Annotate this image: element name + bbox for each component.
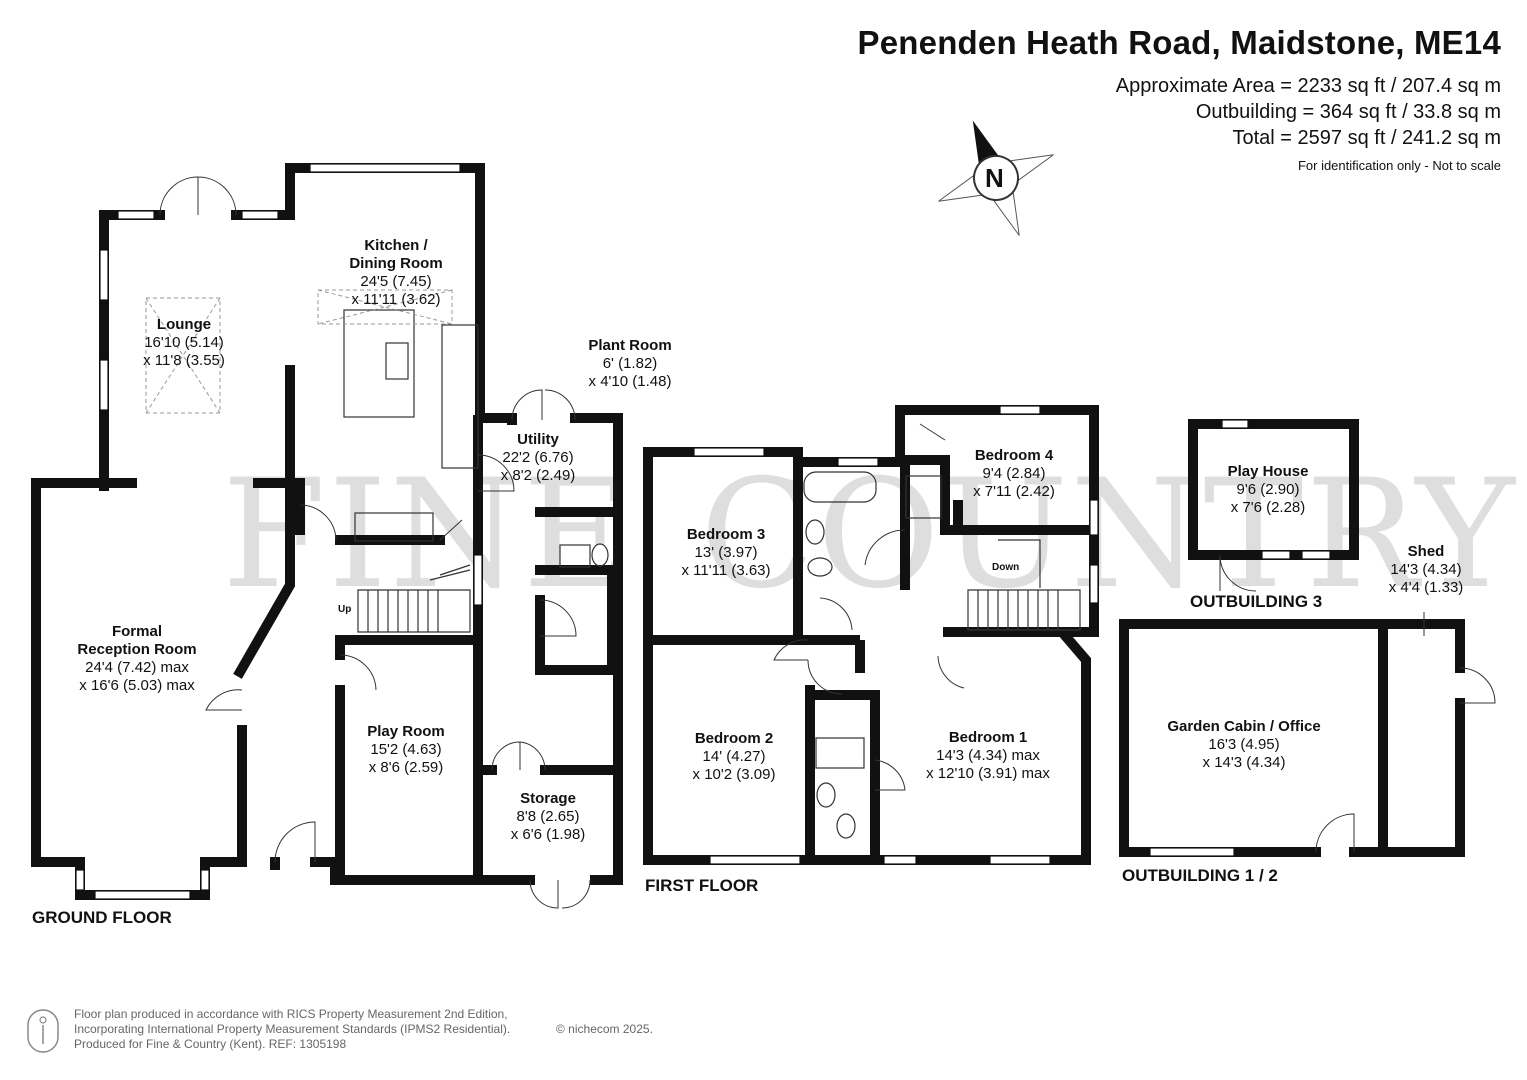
room-dim: 16'10 (5.14) <box>144 334 224 351</box>
room-plant: Plant Room 6' (1.82) x 4'10 (1.48) <box>588 337 671 391</box>
compass-letter: N <box>985 163 1004 193</box>
room-dim: 14' (4.27) <box>702 748 766 765</box>
room-name: Play House <box>1227 463 1309 480</box>
page-title: Penenden Heath Road, Maidstone, ME14 <box>857 24 1501 61</box>
room-name: Play Room <box>367 723 445 740</box>
room-name: Plant Room <box>588 337 672 354</box>
room-dim: 8'8 (2.65) <box>516 808 580 825</box>
outbuilding-windows <box>1149 419 1331 857</box>
room-name: Kitchen / <box>364 237 428 254</box>
room-dim: 9'6 (2.90) <box>1236 481 1300 498</box>
room-name: Storage <box>520 790 576 807</box>
room-dim: x 16'6 (5.03) max <box>79 677 195 694</box>
room-dim: 16'3 (4.95) <box>1208 736 1280 753</box>
room-dim: 13' (3.97) <box>694 544 758 561</box>
room-lounge: Lounge 16'10 (5.14) x 11'8 (3.55) <box>143 316 225 370</box>
approx-area: Approximate Area = 2233 sq ft / 207.4 sq… <box>1115 75 1501 97</box>
accessibility-person-icon <box>27 1009 59 1053</box>
room-shed: Shed 14'3 (4.34) x 4'4 (1.33) <box>1389 543 1464 597</box>
room-dim: 24'4 (7.42) max <box>85 659 189 676</box>
ground-floor-walls <box>31 163 623 900</box>
room-dim: 22'2 (6.76) <box>502 449 574 466</box>
room-name: Reception Room <box>77 641 197 658</box>
room-bedroom2: Bedroom 2 14' (4.27) x 10'2 (3.09) <box>693 730 776 784</box>
room-dim: x 14'3 (4.34) <box>1202 754 1286 771</box>
footer-line: Produced for Fine & Country (Kent). REF:… <box>74 1037 347 1051</box>
watermark-right: COUNTRY <box>700 448 1517 622</box>
footer-notes: Floor plan produced in accordance with R… <box>74 1007 510 1052</box>
room-bedroom3: Bedroom 3 13' (3.97) x 11'11 (3.63) <box>681 526 770 580</box>
footer-copyright: © nichecom 2025. <box>556 1022 653 1036</box>
stairs-down-label: Down <box>992 562 1020 573</box>
first-floor-fixtures <box>803 471 1081 839</box>
footer-line: Floor plan produced in accordance with R… <box>74 1007 508 1021</box>
footer-line: Incorporating International Property Mea… <box>74 1022 511 1036</box>
outbuilding-3-label: OUTBUILDING 3 <box>1190 592 1323 611</box>
room-dim: x 7'6 (2.28) <box>1230 499 1306 516</box>
kitchen-fixtures <box>145 289 609 568</box>
room-name: Garden Cabin / Office <box>1167 718 1321 735</box>
room-dim: x 8'6 (2.59) <box>368 759 444 776</box>
outbuilding-doors <box>1219 554 1496 853</box>
room-name: Lounge <box>156 316 212 333</box>
room-playroom: Play Room 15'2 (4.63) x 8'6 (2.59) <box>367 723 445 777</box>
room-dim: x 7'11 (2.42) <box>973 483 1055 500</box>
north-arrow-icon <box>938 120 1054 236</box>
room-name: Bedroom 2 <box>694 730 774 747</box>
first-floor-doors <box>773 423 965 791</box>
room-cabin: Garden Cabin / Office 16'3 (4.95) x 14'3… <box>1167 718 1320 772</box>
room-dim: 14'3 (4.34) max <box>936 747 1040 764</box>
room-name: Shed <box>1407 543 1445 560</box>
room-name: Formal <box>111 623 162 640</box>
room-dim: x 12'10 (3.91) max <box>926 765 1050 782</box>
room-dim: x 6'6 (1.98) <box>510 826 586 843</box>
ground-floor-windows <box>75 163 483 900</box>
total-area: Total = 2597 sq ft / 241.2 sq m <box>1232 127 1502 149</box>
room-storage: Storage 8'8 (2.65) x 6'6 (1.98) <box>511 790 586 844</box>
room-dim: x 4'4 (1.33) <box>1388 579 1464 596</box>
first-floor-label: FIRST FLOOR <box>645 876 759 895</box>
room-utility: Utility 22'2 (6.76) x 8'2 (2.49) <box>501 431 576 485</box>
room-name: Utility <box>517 431 559 448</box>
room-kitchen: Kitchen / Dining Room 24'5 (7.45) x 11'1… <box>349 237 442 309</box>
room-bedroom1: Bedroom 1 14'3 (4.34) max x 12'10 (3.91)… <box>926 729 1050 783</box>
room-dim: x 8'2 (2.49) <box>500 467 576 484</box>
room-reception: Formal Reception Room 24'4 (7.42) max x … <box>77 623 196 695</box>
room-dim: 24'5 (7.45) <box>360 273 432 290</box>
room-name: Dining Room <box>349 255 443 272</box>
room-dim: 6' (1.82) <box>602 355 658 372</box>
room-bedroom4: Bedroom 4 9'4 (2.84) x 7'11 (2.42) <box>973 447 1055 501</box>
ground-floor-doors <box>159 176 591 909</box>
room-dim: x 11'11 (3.62) <box>351 291 441 308</box>
first-floor-windows <box>693 405 1099 865</box>
room-dim: x 11'11 (3.63) <box>681 562 771 579</box>
room-dim: x 11'8 (3.55) <box>143 352 225 369</box>
scale-note: For identification only - Not to scale <box>1297 158 1501 173</box>
ground-stairs <box>357 564 471 633</box>
room-name: Bedroom 3 <box>686 526 766 543</box>
ground-floor-label: GROUND FLOOR <box>32 908 172 927</box>
room-name: Bedroom 4 <box>974 447 1054 464</box>
room-dim: x 10'2 (3.09) <box>692 766 776 783</box>
outbuilding-12-label: OUTBUILDING 1 / 2 <box>1122 866 1278 885</box>
room-name: Bedroom 1 <box>948 729 1028 746</box>
outbuilding-area: Outbuilding = 364 sq ft / 33.8 sq m <box>1195 101 1501 123</box>
room-playhouse: Play House 9'6 (2.90) x 7'6 (2.28) <box>1228 463 1309 517</box>
stairs-up-label: Up <box>338 604 352 615</box>
room-dim: x 4'10 (1.48) <box>588 373 672 390</box>
room-dim: 15'2 (4.63) <box>370 741 442 758</box>
room-dim: 14'3 (4.34) <box>1390 561 1462 578</box>
outbuilding-walls <box>1119 419 1465 857</box>
room-dim: 9'4 (2.84) <box>982 465 1046 482</box>
